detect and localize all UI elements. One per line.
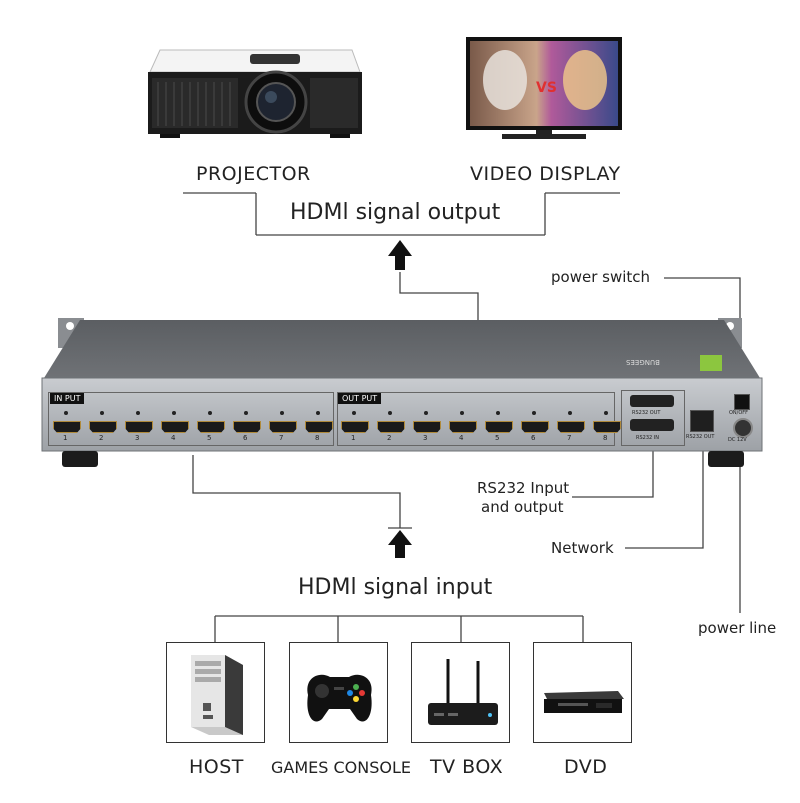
pc-tower-icon — [191, 655, 243, 735]
output-port-number: 7 — [567, 434, 572, 442]
rs232-out-port[interactable] — [630, 395, 674, 407]
on-off-label: ON/OFF — [729, 410, 749, 416]
rs232-in-label: RS232 IN — [636, 435, 659, 441]
games-console-label: GAMES CONSOLE — [271, 758, 412, 777]
output-led — [460, 411, 464, 415]
output-port-number: 5 — [495, 434, 500, 442]
rs232-callout-line1: RS232 Input — [477, 479, 570, 497]
network-callout: Network — [551, 539, 614, 557]
input-port-number: 7 — [279, 434, 284, 442]
input-led — [208, 411, 212, 415]
dvd-player-icon — [544, 691, 624, 713]
input-port-number: 5 — [207, 434, 212, 442]
output-port-number: 6 — [531, 434, 536, 442]
output-led — [424, 411, 428, 415]
rs232-panel: RS232 OUT RS232 IN — [621, 390, 685, 446]
input-hdmi-port[interactable] — [305, 421, 333, 433]
lan-label: RS232 OUT — [686, 434, 715, 440]
output-led — [388, 411, 392, 415]
host-label: HOST — [189, 756, 244, 778]
router-box-icon — [428, 659, 498, 725]
output-hdmi-port[interactable] — [449, 421, 477, 433]
power-switch-callout: power switch — [551, 268, 651, 286]
input-port-number: 4 — [171, 434, 176, 442]
input-port-number: 6 — [243, 434, 248, 442]
input-hdmi-port[interactable] — [161, 421, 189, 433]
output-port-number: 2 — [387, 434, 392, 442]
input-port-number: 1 — [63, 434, 68, 442]
output-panel-label: OUT PUT — [338, 393, 382, 404]
input-led — [316, 411, 320, 415]
input-hdmi-port[interactable] — [197, 421, 225, 433]
tv-box-label: TV BOX — [430, 756, 504, 778]
input-hdmi-port[interactable] — [233, 421, 261, 433]
output-hdmi-port[interactable] — [485, 421, 513, 433]
input-panel — [48, 392, 334, 446]
output-panel — [337, 392, 615, 446]
output-led — [568, 411, 572, 415]
output-arrow — [388, 240, 412, 270]
input-led — [280, 411, 284, 415]
input-port-number: 8 — [315, 434, 320, 442]
output-hdmi-port[interactable] — [377, 421, 405, 433]
output-hdmi-port[interactable] — [557, 421, 585, 433]
output-hdmi-port[interactable] — [521, 421, 549, 433]
input-port-number: 3 — [135, 434, 140, 442]
output-hdmi-port[interactable] — [341, 421, 369, 433]
output-bracket — [183, 192, 620, 236]
input-led — [100, 411, 104, 415]
lan-port[interactable] — [690, 410, 714, 432]
rs232-in-port[interactable] — [630, 419, 674, 431]
input-led — [64, 411, 68, 415]
dvd-box — [533, 642, 632, 743]
input-hdmi-port[interactable] — [269, 421, 297, 433]
output-port-number: 4 — [459, 434, 464, 442]
output-led — [496, 411, 500, 415]
video-display-label: VIDEO DISPLAY — [470, 163, 621, 185]
input-port-number: 2 — [99, 434, 104, 442]
dc-label: DC 12V — [728, 437, 747, 443]
power-switch[interactable] — [734, 394, 750, 410]
input-hdmi-port[interactable] — [125, 421, 153, 433]
rs232-callout-line2: and output — [481, 498, 564, 516]
input-led — [172, 411, 176, 415]
brand-text: BUNGEES — [626, 358, 660, 366]
hdmi-input-label: HDMl signal input — [298, 575, 493, 600]
input-panel-label: IN PUT — [50, 393, 85, 404]
tv-box-box — [411, 642, 510, 743]
output-led — [604, 411, 608, 415]
dvd-label: DVD — [564, 756, 608, 778]
input-hdmi-port[interactable] — [53, 421, 81, 433]
output-led — [532, 411, 536, 415]
output-port-number: 8 — [603, 434, 608, 442]
output-hdmi-port[interactable] — [593, 421, 621, 433]
host-box — [166, 642, 265, 743]
games-console-box — [289, 642, 388, 743]
input-hdmi-port[interactable] — [89, 421, 117, 433]
output-port-number: 3 — [423, 434, 428, 442]
hdmi-output-label: HDMl signal output — [290, 200, 501, 225]
input-led — [136, 411, 140, 415]
projector-label: PROJECTOR — [196, 163, 311, 185]
dc-power-jack[interactable] — [733, 418, 753, 438]
output-port-number: 1 — [351, 434, 356, 442]
rs232-out-label: RS232 OUT — [632, 410, 661, 416]
output-hdmi-port[interactable] — [413, 421, 441, 433]
power-line-callout: power line — [698, 619, 777, 637]
output-led — [352, 411, 356, 415]
gamepad-icon — [307, 674, 372, 722]
input-arrow — [388, 530, 412, 558]
input-led — [244, 411, 248, 415]
